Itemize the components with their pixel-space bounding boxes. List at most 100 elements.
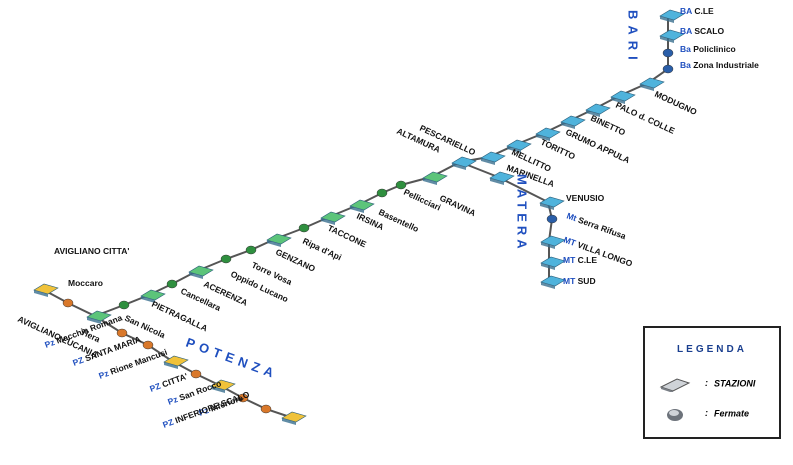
station-prefix: Pz [197, 404, 212, 418]
station-prefix: BA [680, 26, 694, 36]
station-prefix: Mt [565, 210, 580, 224]
station-prefix: Pz [166, 393, 181, 407]
station-marker[interactable] [480, 151, 506, 165]
station-label[interactable]: AVIGLIANO CITTA' [54, 246, 129, 256]
station-marker[interactable] [540, 275, 566, 289]
station-marker[interactable] [539, 196, 565, 210]
station-label[interactable]: BA C.LE [680, 6, 714, 16]
station-label[interactable]: VENUSIO [566, 193, 605, 203]
station-marker[interactable] [540, 256, 566, 270]
station-name: TACCONE [326, 223, 368, 250]
station-marker[interactable] [33, 283, 59, 297]
station-marker[interactable] [585, 103, 611, 117]
city-label-bari: BARI [626, 10, 641, 66]
station-marker[interactable] [659, 9, 685, 23]
station-prefix: Ba [680, 60, 693, 70]
rail-line-1 [41, 15, 669, 318]
station-name: Ripa d'Api [301, 236, 343, 263]
station-label[interactable]: MODUGNO [653, 89, 699, 117]
station-label[interactable]: Ba Policlinico [680, 44, 736, 54]
station-name: SCALO [694, 26, 724, 36]
legend-row-stations: :STAZIONI [659, 376, 755, 392]
station-marker[interactable] [210, 379, 236, 393]
station-prefix: PZ [148, 380, 164, 394]
station-marker[interactable] [140, 289, 166, 303]
station-name: Pellicciari [402, 187, 442, 213]
station-label[interactable]: Mt Serra Rifusa [565, 210, 627, 241]
stop-marker[interactable] [190, 369, 202, 379]
station-marker[interactable] [535, 127, 561, 141]
station-name: C.LE [694, 6, 714, 16]
station-prefix: MT [563, 276, 578, 286]
station-label[interactable]: GENZANO [274, 247, 317, 274]
station-label[interactable]: TACCONE [326, 223, 368, 250]
station-label[interactable]: Ripa d'Api [301, 236, 343, 263]
stop-marker[interactable] [546, 214, 558, 224]
legend-row-stops: :Fermate [659, 406, 749, 422]
stop-marker[interactable] [260, 404, 272, 414]
station-name: GENZANO [274, 247, 317, 274]
station-marker[interactable] [349, 199, 375, 213]
stop-marker[interactable] [118, 300, 130, 310]
station-label[interactable]: BINETTO [589, 113, 627, 138]
stop-marker[interactable] [298, 223, 310, 233]
stop-marker[interactable] [220, 254, 232, 264]
station-marker[interactable] [610, 90, 636, 104]
station-name: Moccaro [68, 278, 103, 288]
station-name: Basentello [377, 207, 420, 234]
station-label[interactable]: Pellicciari [402, 187, 442, 213]
station-label[interactable]: MT C.LE [563, 255, 597, 265]
station-marker[interactable] [639, 77, 665, 91]
legend-stations-label: STAZIONI [714, 378, 756, 389]
station-marker[interactable] [659, 29, 685, 43]
station-prefix: PZ [161, 416, 177, 430]
station-marker[interactable] [451, 156, 477, 170]
station-marker[interactable] [506, 139, 532, 153]
stop-marker[interactable] [166, 279, 178, 289]
station-name: TORITTO [539, 137, 577, 162]
station-name: VENUSIO [566, 193, 605, 203]
station-label[interactable]: Basentello [377, 207, 420, 234]
stop-symbol-icon [667, 409, 683, 421]
station-prefix: Pz [97, 367, 112, 381]
station-marker[interactable] [188, 265, 214, 279]
stop-marker[interactable] [662, 64, 674, 74]
station-name: Zona Industriale [693, 60, 759, 70]
station-name: MODUGNO [653, 89, 699, 117]
station-marker[interactable] [489, 171, 515, 185]
stop-marker[interactable] [376, 188, 388, 198]
station-marks [33, 9, 685, 425]
stop-marker[interactable] [237, 393, 249, 403]
stop-marker[interactable] [142, 340, 154, 350]
station-name: AVIGLIANO CITTA' [54, 246, 129, 256]
station-name: CITTA' [161, 371, 189, 389]
station-label[interactable]: Moccaro [68, 278, 103, 288]
station-marker[interactable] [320, 211, 346, 225]
station-name: GRAVINA [438, 193, 477, 218]
legend-title: LEGENDA [677, 344, 747, 355]
station-label[interactable]: GRAVINA [438, 193, 477, 218]
station-label[interactable]: MT SUD [563, 276, 596, 286]
station-marker[interactable] [540, 235, 566, 249]
station-label[interactable]: TORITTO [539, 137, 577, 162]
stop-marker[interactable] [116, 328, 128, 338]
station-name: BINETTO [589, 113, 627, 138]
stop-marker[interactable] [62, 298, 74, 308]
station-marker[interactable] [266, 233, 292, 247]
stop-marker[interactable] [662, 48, 674, 58]
station-prefix: BA [680, 6, 694, 16]
station-marker[interactable] [560, 115, 586, 129]
station-name: C.LE [578, 255, 598, 265]
station-prefix: MT [563, 255, 578, 265]
station-marker[interactable] [163, 355, 189, 369]
station-label[interactable]: Ba Zona Industriale [680, 60, 759, 70]
legend-box: LEGENDA :STAZIONI :Fermate [643, 326, 781, 439]
stop-marker[interactable] [395, 180, 407, 190]
station-label[interactable]: BA SCALO [680, 26, 724, 36]
station-marker[interactable] [281, 411, 307, 425]
station-marker[interactable] [422, 171, 448, 185]
station-name: Policlinico [693, 44, 736, 54]
station-marker[interactable] [86, 310, 112, 324]
stop-marker[interactable] [245, 245, 257, 255]
